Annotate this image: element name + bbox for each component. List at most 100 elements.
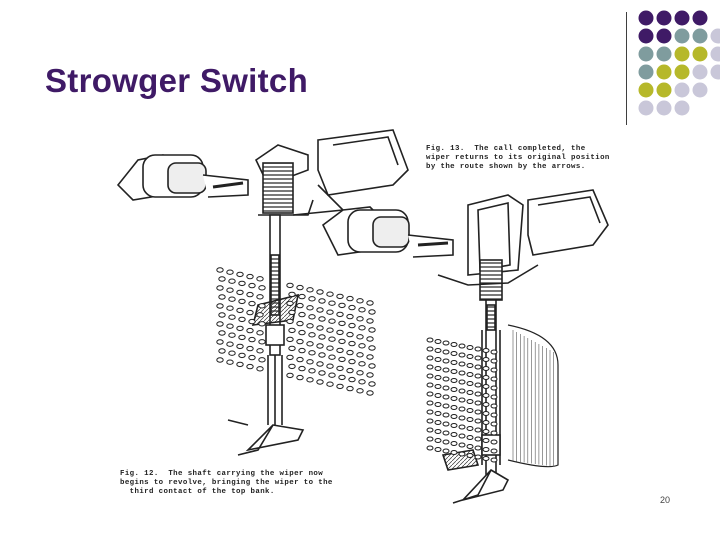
contact-point xyxy=(286,336,294,343)
contact-point xyxy=(490,385,498,391)
decorative-dot xyxy=(638,100,654,116)
contact-point xyxy=(474,454,482,460)
contact-point xyxy=(228,314,236,320)
left-switch-mechanism xyxy=(116,129,409,456)
contact-point xyxy=(482,411,490,416)
contact-point xyxy=(236,289,244,296)
slide-number: 20 xyxy=(660,495,671,505)
contact-point xyxy=(482,402,490,407)
contact-point xyxy=(338,302,346,309)
contact-point xyxy=(458,352,466,358)
contact-point xyxy=(426,382,434,388)
contact-point xyxy=(336,347,344,354)
contact-point xyxy=(458,343,466,349)
contact-point xyxy=(442,448,450,454)
contact-point xyxy=(490,457,498,463)
contact-point xyxy=(474,400,482,406)
contact-point xyxy=(346,367,354,374)
contact-point xyxy=(256,294,264,300)
contact-point xyxy=(318,334,326,340)
contact-point xyxy=(308,350,316,356)
decorative-dot xyxy=(692,46,708,62)
contact-point xyxy=(356,388,364,394)
contact-point xyxy=(450,432,458,437)
contact-point xyxy=(426,418,434,424)
contact-point xyxy=(308,368,316,374)
contact-point xyxy=(442,421,450,427)
contact-point xyxy=(218,276,226,282)
contact-point xyxy=(482,366,490,371)
contact-point xyxy=(306,377,314,383)
contact-point xyxy=(426,364,434,370)
decorative-dot xyxy=(692,10,708,26)
contact-point xyxy=(306,287,314,293)
contact-point xyxy=(442,439,450,445)
contact-point xyxy=(216,285,224,291)
contact-point xyxy=(258,339,266,345)
contact-point xyxy=(434,429,442,434)
contact-point xyxy=(368,345,376,351)
contact-point xyxy=(218,348,226,354)
contact-point xyxy=(426,400,434,406)
contact-point xyxy=(442,367,450,373)
contact-point xyxy=(368,363,376,369)
contact-point xyxy=(434,366,442,371)
contact-point xyxy=(336,329,344,336)
contact-point xyxy=(458,379,466,385)
contact-point xyxy=(318,298,326,304)
contact-point xyxy=(336,383,344,390)
contact-point xyxy=(346,313,354,320)
contact-point xyxy=(326,291,334,297)
contact-point xyxy=(482,447,490,452)
contact-point xyxy=(426,346,434,352)
decorative-dot xyxy=(674,64,690,80)
contact-point xyxy=(490,421,498,427)
decorative-dot xyxy=(674,82,690,98)
contact-point xyxy=(228,296,236,302)
contact-point xyxy=(366,300,374,306)
contact-point xyxy=(338,374,346,381)
contact-point xyxy=(226,359,234,365)
contact-point xyxy=(458,415,466,421)
contact-point xyxy=(442,403,450,409)
contact-point xyxy=(326,309,334,315)
contact-point xyxy=(346,295,354,302)
contact-point xyxy=(256,312,264,318)
contact-point xyxy=(348,304,356,311)
contact-point xyxy=(316,343,324,349)
decorative-dot xyxy=(638,10,654,26)
contact-point xyxy=(298,347,306,354)
contact-point xyxy=(442,394,450,400)
contact-point xyxy=(348,322,356,329)
contact-point xyxy=(358,379,366,385)
contact-point xyxy=(236,343,244,350)
contact-point xyxy=(490,367,498,373)
contact-point xyxy=(306,341,314,347)
contact-point xyxy=(474,418,482,424)
contact-point xyxy=(482,393,490,398)
contact-point xyxy=(298,329,306,336)
decorative-dot xyxy=(656,46,672,62)
contact-point xyxy=(458,388,466,394)
contact-point xyxy=(458,397,466,403)
contact-point xyxy=(238,352,246,359)
contact-point xyxy=(426,391,434,397)
right-switch-mechanism xyxy=(321,189,609,504)
contact-point xyxy=(286,300,294,307)
contact-point xyxy=(356,316,364,322)
contact-point xyxy=(296,284,304,291)
contact-point xyxy=(256,276,264,282)
contact-point xyxy=(450,378,458,383)
contact-point xyxy=(466,372,474,377)
contact-point xyxy=(326,363,334,369)
contact-point xyxy=(238,280,246,287)
contact-point xyxy=(316,361,324,367)
decorative-dot xyxy=(638,82,654,98)
contact-point xyxy=(286,354,294,361)
decorative-dot xyxy=(710,28,720,44)
contact-point xyxy=(482,357,490,362)
decorative-dot xyxy=(692,64,708,80)
contact-point xyxy=(466,354,474,359)
contact-point xyxy=(338,320,346,327)
contact-point xyxy=(450,342,458,347)
